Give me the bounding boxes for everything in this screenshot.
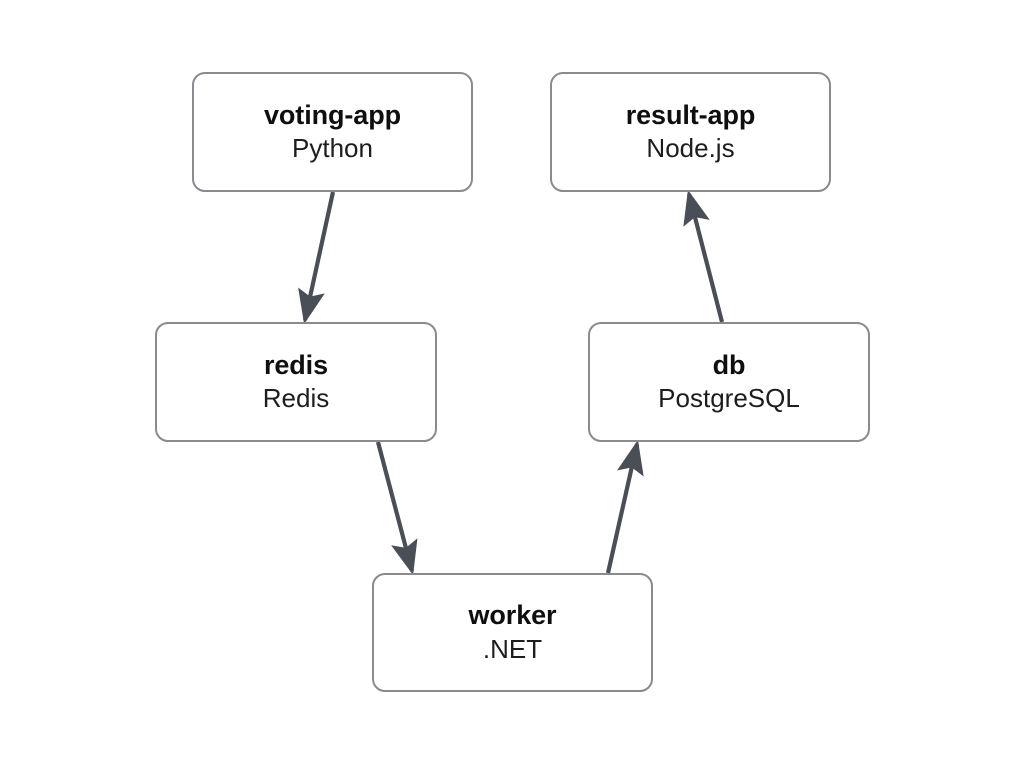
node-subtitle: Redis [262,383,330,414]
node-title: redis [263,349,329,380]
node-subtitle: Python [292,133,373,164]
edge-worker-to-db [605,439,644,574]
edge-voting-app-to-redis [298,191,336,325]
node-subtitle: .NET [482,633,543,664]
edge-db-to-result-app [683,189,725,323]
node-db[interactable]: db PostgreSQL [588,322,870,442]
edge-redis-to-worker [375,441,418,576]
node-result-app[interactable]: result-app Node.js [550,72,831,192]
node-title: db [712,349,746,380]
node-redis[interactable]: redis Redis [155,322,437,442]
node-voting-app[interactable]: voting-app Python [192,72,473,192]
node-title: voting-app [264,99,401,130]
node-subtitle: PostgreSQL [658,383,800,414]
node-subtitle: Node.js [646,133,735,164]
node-title: result-app [625,99,756,130]
node-worker[interactable]: worker .NET [372,573,653,692]
node-title: worker [468,600,557,631]
